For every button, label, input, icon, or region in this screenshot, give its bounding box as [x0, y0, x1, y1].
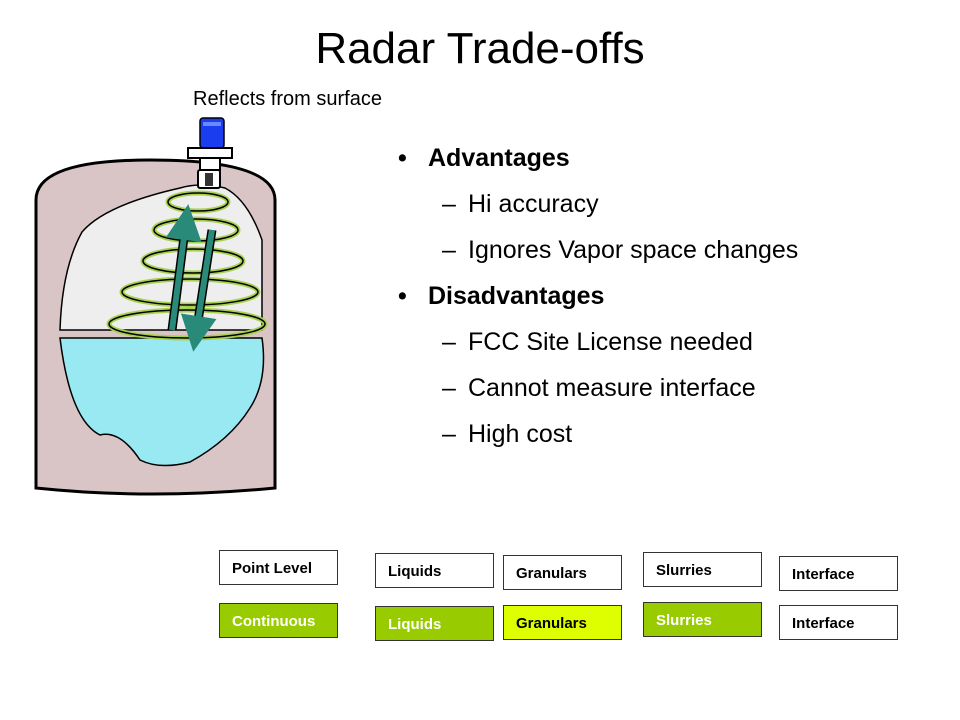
liquid — [59, 337, 265, 467]
dash: – — [442, 236, 456, 264]
bullet-advantages: • Advantages — [398, 140, 798, 186]
box-granulars-bottom[interactable]: Granulars — [503, 605, 622, 640]
radar-tank-illustration — [34, 117, 277, 496]
slide-title: Radar Trade-offs — [315, 24, 645, 73]
box-point-level[interactable]: Point Level — [219, 550, 338, 585]
signal-arrows — [165, 204, 217, 352]
radar-sensor-icon — [187, 117, 233, 189]
bullet-list: • Advantages – Hi accuracy – Ignores Vap… — [398, 140, 798, 462]
dash: – — [442, 190, 456, 218]
bullet-dot: • — [398, 282, 407, 310]
bullet-dot: • — [398, 144, 407, 172]
sub-bullet: – Cannot measure interface — [398, 370, 798, 416]
dash: – — [442, 420, 456, 448]
bullet-disadvantages: • Disadvantages — [398, 278, 798, 324]
dash: – — [442, 328, 456, 356]
box-slurries-top[interactable]: Slurries — [643, 552, 762, 587]
box-interface-top[interactable]: Interface — [779, 556, 898, 591]
sub-bullet: – High cost — [398, 416, 798, 462]
box-slurries-bottom[interactable]: Slurries — [643, 602, 762, 637]
dash: – — [442, 374, 456, 402]
sub-bullet: – FCC Site License needed — [398, 324, 798, 370]
box-continuous[interactable]: Continuous — [219, 603, 338, 638]
sub-bullet: – Hi accuracy — [398, 186, 798, 232]
box-granulars-top[interactable]: Granulars — [503, 555, 622, 590]
sub-bullet: – Ignores Vapor space changes — [398, 232, 798, 278]
box-liquids-top[interactable]: Liquids — [375, 553, 494, 588]
reflects-caption: Reflects from surface — [193, 88, 382, 110]
box-interface-bottom[interactable]: Interface — [779, 605, 898, 640]
box-liquids-bottom[interactable]: Liquids — [375, 606, 494, 641]
